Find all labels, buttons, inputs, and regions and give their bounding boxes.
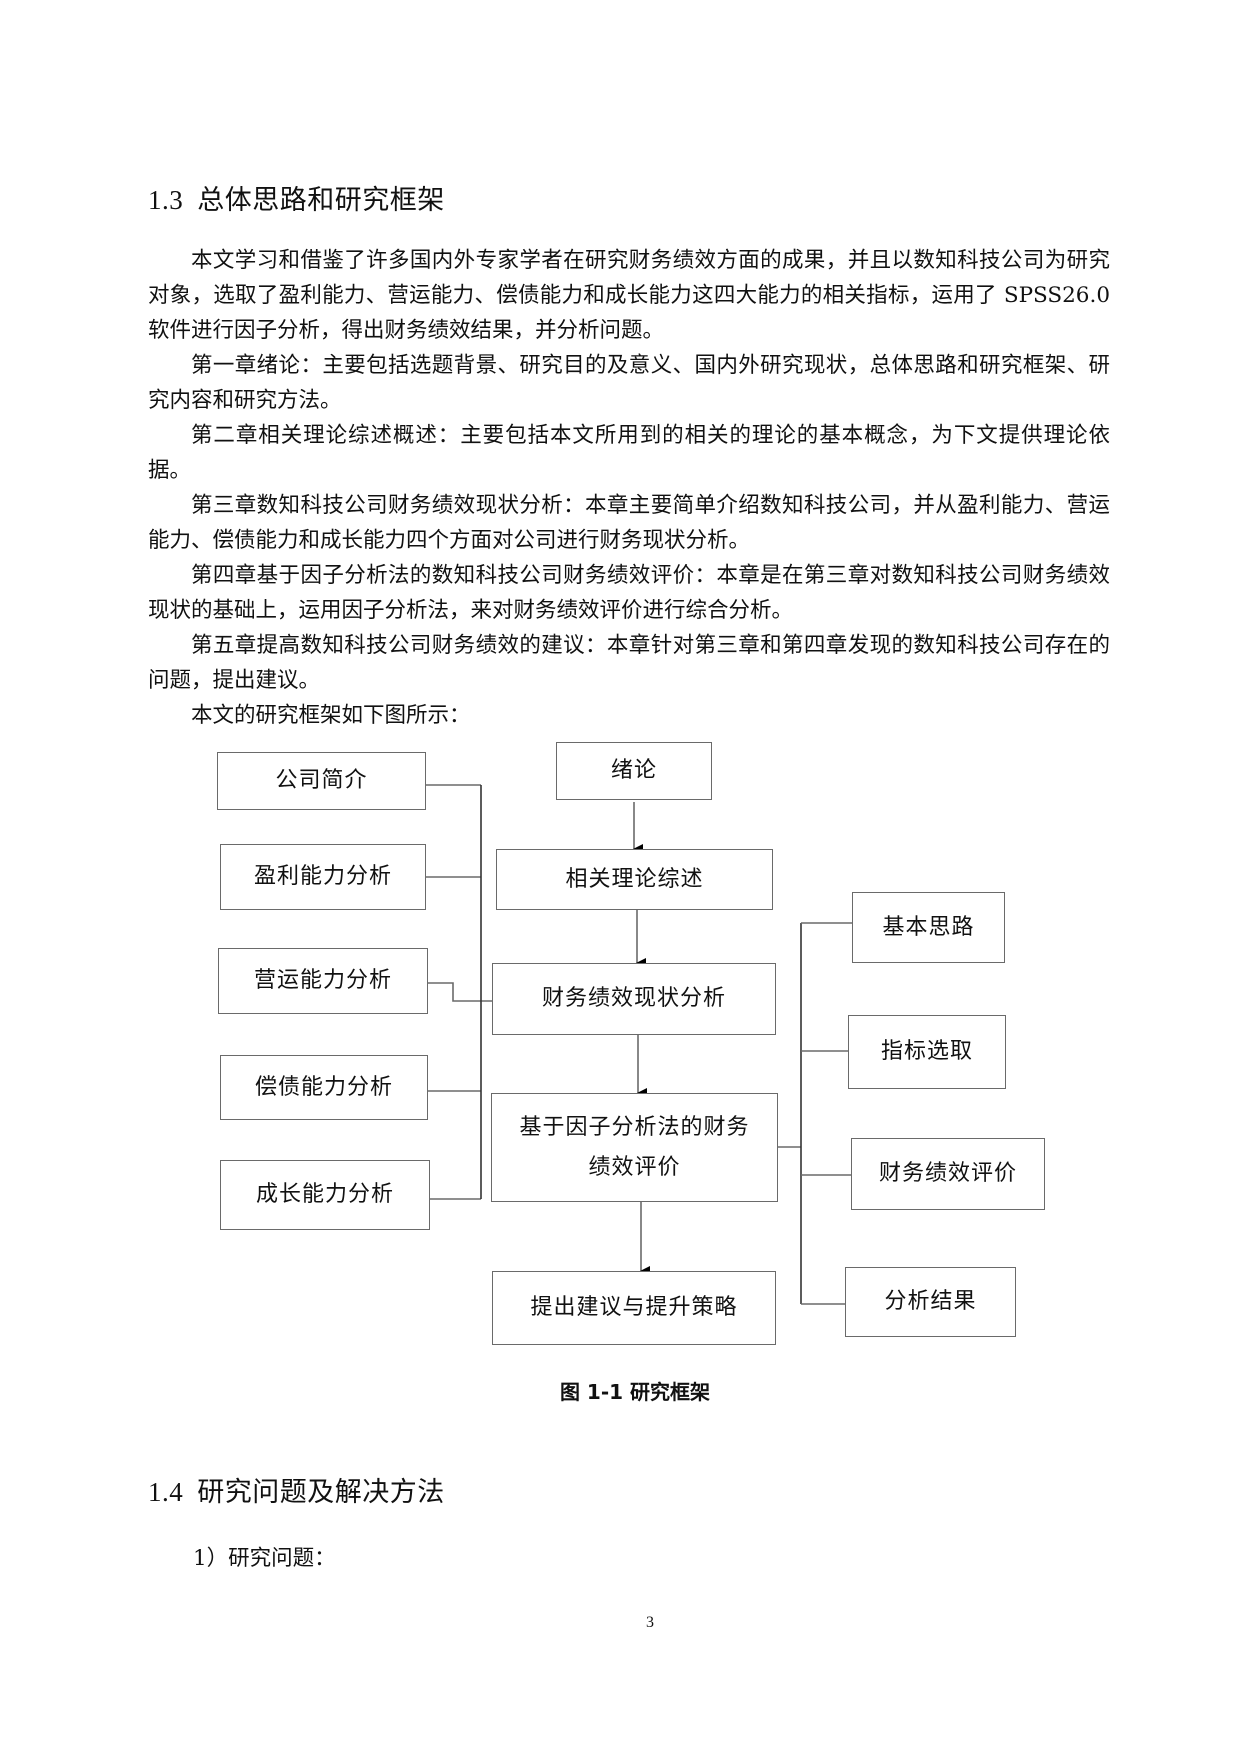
diagram-box-line-1: 基于因子分析法的财务 (519, 1114, 750, 1140)
paragraph-chapter-3: 第三章数知科技公司财务绩效现状分析：本章主要简单介绍数知科技公司，并从盈利能力、… (148, 493, 1110, 553)
section-number: 1.3 (148, 185, 184, 215)
section-title: 研究问题及解决方法 (197, 1477, 445, 1508)
diagram-box-factor-evaluation: 基于因子分析法的财务 绩效评价 (491, 1093, 778, 1202)
section-number: 1.4 (148, 1477, 184, 1507)
diagram-box-suggestions: 提出建议与提升策略 (492, 1271, 776, 1345)
diagram-box-theory-review: 相关理论综述 (496, 849, 773, 910)
diagram-box-solvency: 偿债能力分析 (220, 1055, 428, 1120)
diagram-box-line-2: 绩效评价 (588, 1154, 681, 1180)
diagram-box-operating: 营运能力分析 (218, 948, 428, 1014)
section-title: 总体思路和研究框架 (197, 185, 445, 216)
list-item-research-question: 1）研究问题： (193, 1546, 336, 1571)
section-heading-1-4: 1.4 研究问题及解决方法 (148, 1470, 445, 1509)
diagram-box-basic-approach: 基本思路 (852, 892, 1005, 963)
paragraph-chapter-5: 第五章提高数知科技公司财务绩效的建议：本章针对第三章和第四章发现的数知科技公司存… (148, 633, 1110, 693)
diagram-box-introduction: 绪论 (556, 742, 712, 800)
paragraph-chapter-4: 第四章基于因子分析法的数知科技公司财务绩效评价：本章是在第三章对数知科技公司财务… (148, 563, 1110, 623)
paragraph-chapter-2: 第二章相关理论综述概述：主要包括本文所用到的相关的理论的基本概念，为下文提供理论… (148, 423, 1110, 483)
figure-caption: 图 1-1 研究框架 (559, 1380, 711, 1404)
paragraph-framework-intro: 本文的研究框架如下图所示： (191, 703, 471, 728)
diagram-box-status-analysis: 财务绩效现状分析 (492, 963, 776, 1035)
diagram-box-indicator-selection: 指标选取 (848, 1015, 1006, 1089)
diagram-box-company-profile: 公司简介 (217, 752, 426, 810)
diagram-box-performance-evaluation: 财务绩效评价 (851, 1138, 1045, 1210)
diagram-box-profitability: 盈利能力分析 (220, 844, 426, 910)
diagram-box-growth: 成长能力分析 (220, 1160, 430, 1230)
paragraph-intro: 本文学习和借鉴了许多国内外专家学者在研究财务绩效方面的成果，并且以数知科技公司为… (148, 248, 1110, 343)
section-heading-1-3: 1.3 总体思路和研究框架 (148, 178, 445, 217)
paragraph-chapter-1: 第一章绪论：主要包括选题背景、研究目的及意义、国内外研究现状，总体思路和研究框架… (148, 353, 1110, 413)
section-body: 本文学习和借鉴了许多国内外专家学者在研究财务绩效方面的成果，并且以数知科技公司为… (148, 243, 1110, 733)
page-number: 3 (646, 1614, 654, 1631)
diagram-box-analysis-results: 分析结果 (845, 1267, 1016, 1337)
